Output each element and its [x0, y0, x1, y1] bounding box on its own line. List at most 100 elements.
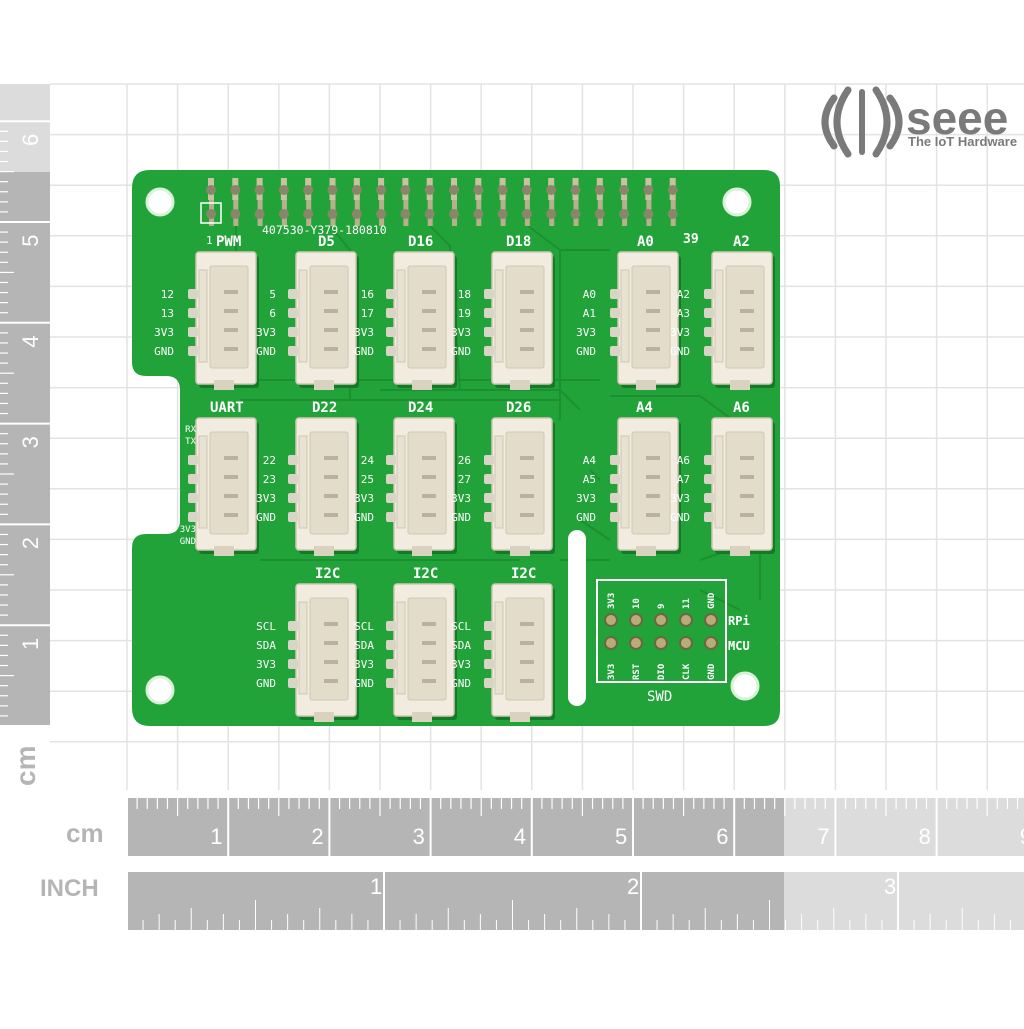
swd-bottom-label: RST	[632, 663, 642, 680]
pin-label: 3V3	[670, 492, 690, 505]
pin-label: 3V3	[451, 658, 471, 671]
pin-pad	[288, 512, 298, 522]
swd-top-label: 9	[657, 604, 667, 609]
swd-top-label: 10	[632, 598, 642, 609]
header-pad	[206, 209, 216, 219]
pin-pad	[610, 455, 620, 465]
pin-pad	[188, 327, 198, 337]
vertical-ruler-number: 3	[18, 436, 43, 448]
mounting-hole-bottom-right	[730, 671, 760, 701]
pin-pad	[288, 289, 298, 299]
pin-pad	[484, 493, 494, 503]
connector-contact	[422, 641, 436, 645]
mounting-hole-top-left	[145, 187, 175, 217]
connector-contact	[224, 309, 238, 313]
swd-top-label: GND	[707, 592, 717, 609]
connector-latch	[494, 601, 504, 695]
connector-contact	[740, 290, 754, 294]
pin-label: RX	[185, 425, 196, 435]
pin-pad	[386, 493, 396, 503]
connector-contact	[324, 309, 338, 313]
connector-cavity	[309, 265, 349, 369]
inch-ruler-scale	[127, 872, 784, 930]
pin-pad	[188, 512, 198, 522]
header-pad	[206, 185, 216, 195]
header-pad	[473, 185, 484, 195]
pin-label: 3V3	[354, 658, 374, 671]
connector-contact	[324, 494, 338, 498]
connector-latch	[494, 269, 504, 363]
connector-contact	[224, 494, 238, 498]
connector-title: D26	[506, 400, 531, 416]
header-pad	[254, 185, 265, 195]
connector-title: A0	[637, 234, 654, 250]
connector-title: D22	[312, 400, 337, 416]
pin-label: 19	[458, 307, 471, 320]
connector-contact	[324, 347, 338, 351]
pin1-label: 1	[206, 234, 213, 247]
pin-label: 26	[458, 454, 471, 467]
pin-pad	[386, 621, 396, 631]
pin-pad	[610, 308, 620, 318]
pin-label: TX	[185, 437, 196, 447]
inch-ruler-number: 3	[884, 874, 896, 899]
pin-label: 17	[361, 307, 374, 320]
pin-pad	[188, 493, 198, 503]
connector-cavity	[505, 265, 545, 369]
connector-contact	[324, 660, 338, 664]
board-slot	[568, 530, 586, 706]
pin-pad	[288, 346, 298, 356]
connector-foot	[412, 380, 432, 390]
pin-label: GND	[451, 511, 471, 524]
pin-label: GND	[256, 345, 276, 358]
connector-contact	[224, 513, 238, 517]
connector-contact	[646, 513, 660, 517]
connector-title: I2C	[511, 566, 536, 582]
pin-pad	[704, 455, 714, 465]
connector-title: A2	[733, 234, 750, 250]
connector-contact	[646, 475, 660, 479]
connector-contact	[740, 347, 754, 351]
pin-pad	[386, 678, 396, 688]
part-id: 407530-Y379-180810	[262, 223, 387, 237]
vertical-ruler-number: 2	[18, 537, 43, 549]
pin-pad	[288, 455, 298, 465]
header-pad	[667, 209, 678, 219]
cm-ruler-number: 9	[1020, 824, 1024, 849]
pin-pad	[610, 327, 620, 337]
pin-label: GND	[354, 345, 374, 358]
pin-pad	[386, 474, 396, 484]
pin-pad	[188, 289, 198, 299]
seeed-logo-icon	[821, 86, 903, 158]
swd-pad	[704, 613, 718, 627]
swd-pad	[704, 636, 718, 650]
swd-bottom-label: 3V3	[607, 664, 617, 680]
connector-foot	[730, 546, 750, 556]
cm-ruler: 123456789 cm	[66, 798, 1024, 856]
pin-pad	[484, 308, 494, 318]
connector-contact	[224, 290, 238, 294]
pin-label: SDA	[256, 639, 276, 652]
pin-pad	[610, 346, 620, 356]
connector-contact	[740, 309, 754, 313]
header-pad	[254, 209, 265, 219]
pin-pad	[288, 474, 298, 484]
header-pad	[594, 209, 605, 219]
vertical-ruler-scale	[0, 172, 50, 726]
connector-contact	[646, 290, 660, 294]
swd-bottom-label: CLK	[682, 663, 692, 680]
pin-label: GND	[154, 345, 174, 358]
pin-label: A2	[677, 288, 690, 301]
connector-foot	[314, 380, 334, 390]
vertical-ruler-number: 5	[18, 235, 43, 247]
connector-contact	[740, 456, 754, 460]
pin-label: SCL	[354, 620, 374, 633]
swd-pad	[629, 613, 643, 627]
pin-pad	[386, 512, 396, 522]
